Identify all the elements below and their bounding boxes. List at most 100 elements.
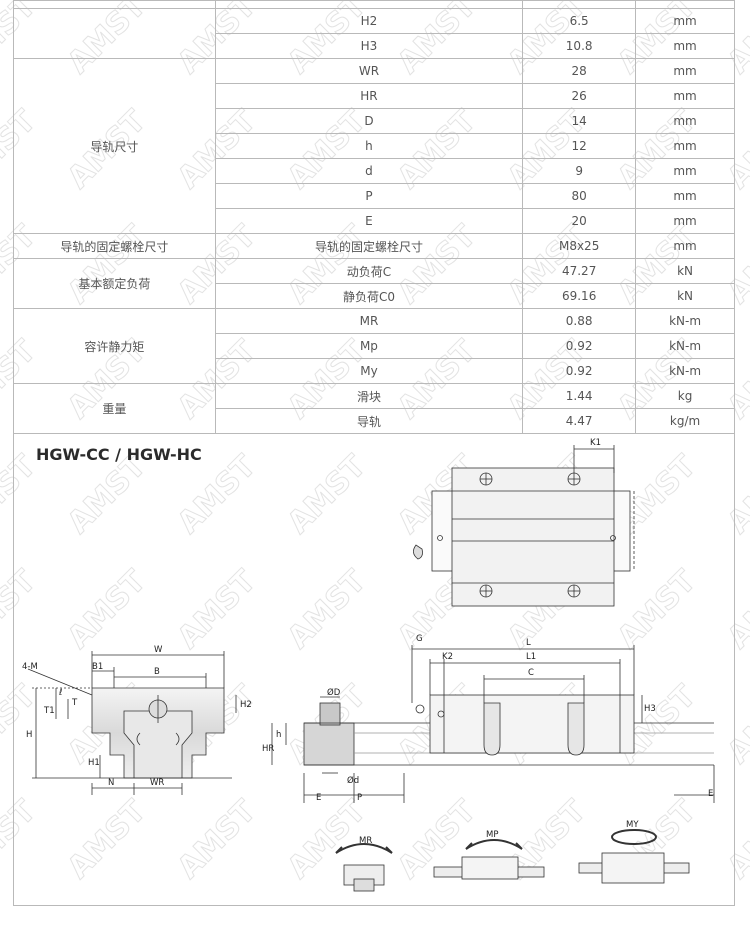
label-mr: MR (359, 836, 372, 846)
group-cell-load: 基本额定负荷 (13, 258, 216, 309)
param-cell: E (214, 208, 524, 234)
param-cell: WR (214, 58, 524, 84)
group-cell-bolt: 导轨的固定螺栓尺寸 (13, 233, 216, 259)
side-view (411, 645, 643, 756)
value-cell: 14 (522, 108, 637, 134)
value-cell: 26 (522, 83, 637, 109)
moment-my-diagram (578, 829, 690, 884)
label-k2: K2 (442, 652, 453, 662)
table-row: 导轨的固定螺栓尺寸 导轨的固定螺栓尺寸 M8x25 mm (13, 233, 735, 259)
table-row: D 14 mm (14, 108, 735, 134)
value-cell: 10.8 (522, 33, 637, 59)
param-cell: P (214, 183, 524, 209)
moment-mp-diagram (433, 839, 545, 880)
param-cell: Mp (214, 333, 524, 359)
value-cell: 4.47 (522, 408, 637, 434)
carriage-top-outline (451, 467, 615, 607)
table-row: 静负荷C0 69.16 kN (14, 283, 735, 309)
param-cell: 动负荷C (214, 258, 524, 284)
label-h: H (26, 730, 32, 740)
spec-table: H2 6.5 mm H3 10.8 mm 导轨尺寸 WR 28 mm HR 26… (13, 0, 735, 434)
table-row: 容许静力矩 MR 0.88 kN-m (13, 308, 735, 384)
param-cell: h (214, 133, 524, 159)
label-l-total: L (526, 638, 531, 648)
param-cell: MR (214, 308, 524, 334)
label-hr: HR (262, 744, 274, 754)
unit-cell: mm (635, 108, 735, 134)
param-cell: 导轨的固定螺栓尺寸 (214, 233, 524, 259)
param-cell: D (214, 108, 524, 134)
drawing-title: HGW-CC / HGW-HC (36, 445, 202, 464)
label-my: MY (626, 820, 639, 830)
rail-section (271, 696, 715, 803)
label-l1: L1 (526, 652, 536, 662)
label-h2: H2 (240, 700, 252, 710)
group-cell-weight: 重量 (13, 383, 216, 434)
label-od-small: Ød (347, 775, 359, 786)
unit-cell: mm (635, 208, 735, 234)
technical-drawing: K1 (22, 438, 715, 892)
value-cell: 0.92 (522, 358, 637, 384)
end-view (27, 651, 237, 795)
param-cell: H3 (214, 33, 524, 59)
table-row-stub (13, 0, 735, 9)
param-cell: HR (214, 83, 524, 109)
param-cell: 滑块 (214, 383, 524, 409)
value-cell: 1.44 (522, 383, 637, 409)
table-row: 导轨 4.47 kg/m (14, 408, 735, 434)
table-row: 基本额定负荷 动负荷C 47.27 kN (13, 258, 735, 309)
label-g: G (416, 634, 423, 644)
label-mp: MP (486, 830, 498, 840)
group-cell-moment: 容许静力矩 (13, 308, 216, 384)
unit-cell: mm (635, 183, 735, 209)
moment-mr-diagram (335, 843, 393, 892)
unit-cell: kN (635, 283, 735, 309)
group-cell-rail-dims: 导轨尺寸 (13, 58, 216, 234)
value-cell: 12 (522, 133, 637, 159)
value-cell: 69.16 (522, 283, 637, 309)
group-cell (13, 8, 216, 59)
label-b: B (154, 667, 160, 677)
unit-cell: mm (635, 58, 735, 84)
value-cell: 0.88 (522, 308, 637, 334)
table-row: 导轨尺寸 WR 28 mm (13, 58, 735, 234)
value-cell: 47.27 (522, 258, 637, 284)
unit-cell: kg (635, 383, 735, 409)
label-h3: H3 (644, 704, 656, 714)
label-e: E (316, 793, 321, 803)
table-row: 重量 滑块 1.44 kg (13, 383, 735, 434)
value-cell: M8x25 (522, 233, 637, 259)
label-p: P (357, 793, 362, 803)
unit-cell: kN-m (635, 358, 735, 384)
label-od: ØD (327, 687, 341, 698)
value-cell: 0.92 (522, 333, 637, 359)
param-cell: 导轨 (214, 408, 524, 434)
unit-cell: mm (635, 133, 735, 159)
value-cell: 80 (522, 183, 637, 209)
label-k1: K1 (590, 438, 601, 448)
label-e-right: E (708, 789, 713, 799)
unit-cell: mm (635, 8, 735, 34)
value-cell: 20 (522, 208, 637, 234)
unit-cell: kN-m (635, 333, 735, 359)
unit-cell: mm (635, 233, 735, 259)
label-h1: H1 (88, 758, 100, 768)
table-row: d 9 mm (14, 158, 735, 184)
label-b1: B1 (92, 662, 103, 672)
label-wr: WR (150, 778, 164, 788)
table-row: Mp 0.92 kN-m (14, 333, 735, 359)
label-w: W (154, 645, 163, 655)
value-cell: 9 (522, 158, 637, 184)
param-cell: 静负荷C0 (214, 283, 524, 309)
label-4m: 4-M (22, 662, 38, 672)
unit-cell: kN (635, 258, 735, 284)
drawing-panel: HGW-CC / HGW-HC (13, 433, 735, 906)
table-row: H2 6.5 mm (13, 8, 735, 59)
label-t1: T1 (43, 706, 55, 716)
param-cell: H2 (214, 8, 524, 34)
label-hh: h (276, 730, 281, 740)
label-c: C (528, 668, 534, 678)
value-cell: 6.5 (522, 8, 637, 34)
label-t: T (71, 698, 78, 708)
unit-cell: mm (635, 83, 735, 109)
